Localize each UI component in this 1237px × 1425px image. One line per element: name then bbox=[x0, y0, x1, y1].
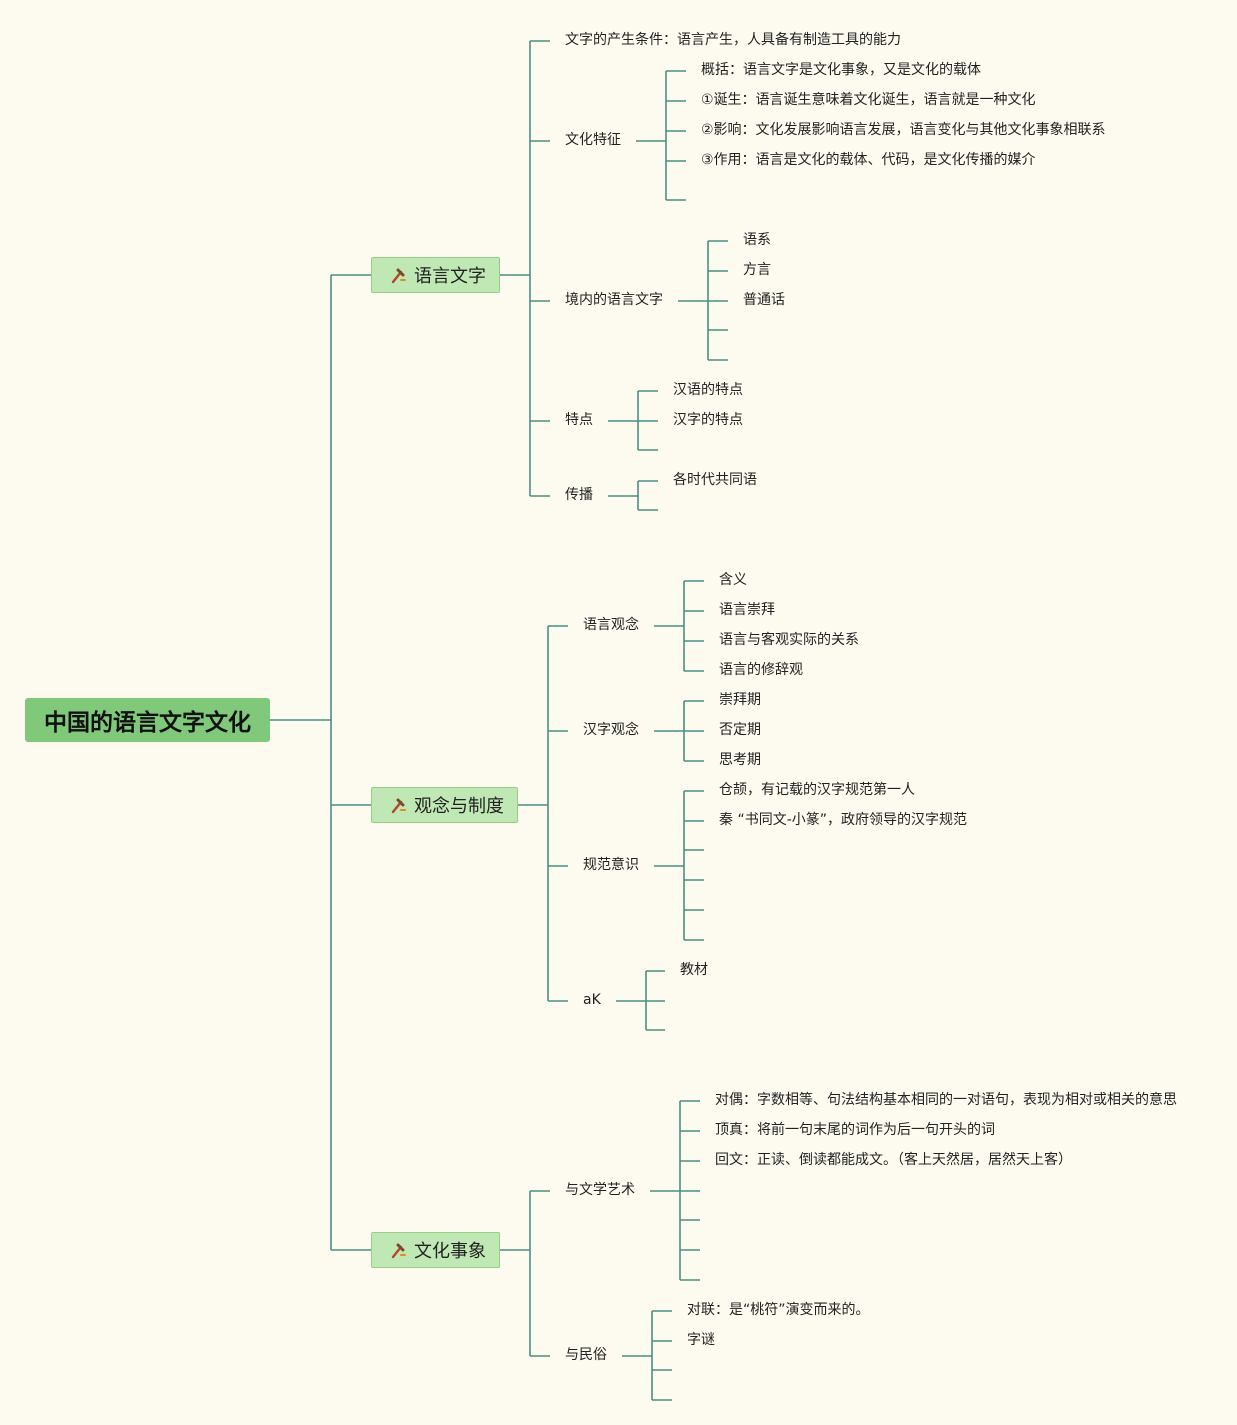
branch-label: 文化事象 bbox=[414, 1241, 486, 1262]
subtopic-label[interactable]: 语言与客观实际的关系 bbox=[719, 632, 859, 648]
topic-label[interactable]: 境内的语言文字 bbox=[565, 292, 663, 308]
subtopic-label[interactable]: 秦 “书同文-小篆”，政府领导的汉字规范 bbox=[719, 812, 968, 828]
branch-concept-system[interactable]: 观念与制度 bbox=[371, 787, 518, 823]
topic-label[interactable]: 与民俗 bbox=[565, 1347, 607, 1363]
topic-label[interactable]: 与文学艺术 bbox=[565, 1182, 635, 1198]
subtopic-label[interactable]: ②影响：文化发展影响语言发展，语言变化与其他文化事象相联系 bbox=[701, 122, 1106, 138]
subtopic-label[interactable]: 汉语的特点 bbox=[673, 382, 743, 398]
subtopic-label[interactable]: 含义 bbox=[719, 572, 747, 588]
subtopic-label[interactable]: 字谜 bbox=[687, 1332, 715, 1348]
topic-label[interactable]: 特点 bbox=[565, 412, 593, 428]
hammer-icon bbox=[391, 268, 406, 284]
subtopic-label[interactable]: 思考期 bbox=[719, 752, 761, 768]
subtopic-label[interactable]: ①诞生：语言诞生意味着文化诞生，语言就是一种文化 bbox=[701, 92, 1036, 108]
hammer-icon bbox=[391, 798, 406, 814]
subtopic-label[interactable]: 对联：是“桃符”演变而来的。 bbox=[687, 1302, 870, 1318]
root-node[interactable]: 中国的语言文字文化 bbox=[25, 698, 270, 742]
subtopic-label[interactable]: 语言崇拜 bbox=[719, 602, 775, 618]
topic-label[interactable]: 文字的产生条件：语言产生，人具备有制造工具的能力 bbox=[565, 32, 901, 48]
subtopic-label[interactable]: 对偶：字数相等、句法结构基本相同的一对语句，表现为相对或相关的意思 bbox=[715, 1092, 1177, 1108]
subtopic-label[interactable]: 概括：语言文字是文化事象，又是文化的载体 bbox=[701, 62, 981, 78]
branch-label: 语言文字 bbox=[414, 266, 486, 287]
topic-label[interactable]: 规范意识 bbox=[583, 857, 639, 873]
subtopic-label[interactable]: ③作用：语言是文化的载体、代码，是文化传播的媒介 bbox=[701, 152, 1036, 168]
topic-label[interactable]: aK bbox=[583, 992, 601, 1008]
topic-label[interactable]: 语言观念 bbox=[583, 617, 639, 633]
branch-language-script[interactable]: 语言文字 bbox=[371, 257, 500, 293]
subtopic-label[interactable]: 普通话 bbox=[743, 292, 785, 308]
branch-label: 观念与制度 bbox=[414, 796, 504, 817]
subtopic-label[interactable]: 语系 bbox=[743, 232, 771, 248]
branch-cultural-phenomena[interactable]: 文化事象 bbox=[371, 1232, 500, 1268]
subtopic-label[interactable]: 教材 bbox=[680, 962, 708, 978]
subtopic-label[interactable]: 回文：正读、倒读都能成文。（客上天然居，居然天上客） bbox=[715, 1152, 1072, 1168]
subtopic-label[interactable]: 崇拜期 bbox=[719, 692, 761, 708]
hammer-icon bbox=[391, 1243, 406, 1259]
subtopic-label[interactable]: 语言的修辞观 bbox=[719, 662, 803, 678]
subtopic-label[interactable]: 否定期 bbox=[719, 722, 761, 738]
subtopic-label[interactable]: 各时代共同语 bbox=[673, 472, 757, 488]
subtopic-label[interactable]: 汉字的特点 bbox=[673, 412, 743, 428]
subtopic-label[interactable]: 方言 bbox=[743, 262, 771, 278]
subtopic-label[interactable]: 仓颉，有记载的汉字规范第一人 bbox=[719, 782, 915, 798]
topic-label[interactable]: 汉字观念 bbox=[583, 722, 639, 738]
topic-label[interactable]: 传播 bbox=[565, 487, 593, 503]
subtopic-label[interactable]: 顶真：将前一句末尾的词作为后一句开头的词 bbox=[715, 1122, 995, 1138]
topic-label[interactable]: 文化特征 bbox=[565, 132, 621, 148]
